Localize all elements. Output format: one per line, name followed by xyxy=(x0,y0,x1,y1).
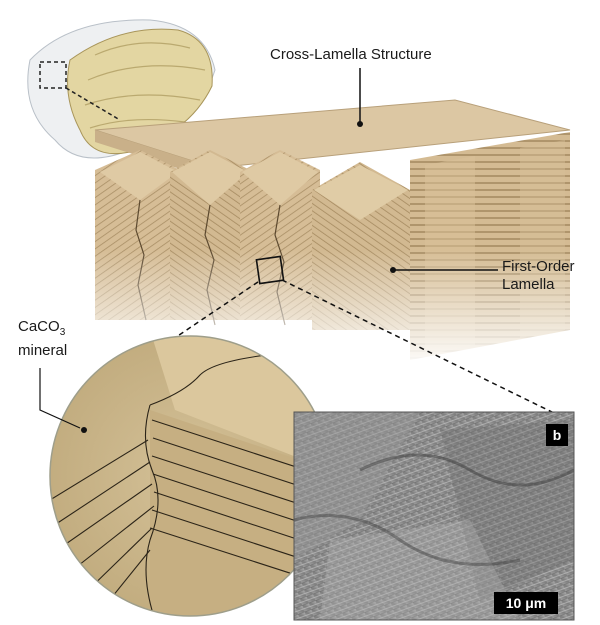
first-order-label-line2: Lamella xyxy=(502,276,555,293)
sem-scale-bar: 10 μm xyxy=(494,592,558,614)
sem-panel-letter: b xyxy=(546,424,568,446)
first-order-lamella-label: First-Order Lamella xyxy=(502,258,592,294)
sem-micrograph xyxy=(293,411,575,621)
detail-leader-right xyxy=(281,279,557,415)
caco3-mineral-word: mineral xyxy=(18,342,68,359)
shell-zoom-leader-1 xyxy=(65,87,121,121)
shell-illustration xyxy=(27,19,216,159)
cross-lamella-block xyxy=(80,99,580,370)
caco3-formula: CaCO xyxy=(18,318,60,335)
first-order-label-line1: First-Order xyxy=(502,258,575,275)
caco3-leader xyxy=(39,368,81,429)
shell-zoom-box xyxy=(39,61,67,89)
caco3-mineral-label: CaCO3 mineral xyxy=(18,318,98,360)
caco3-subscript: 3 xyxy=(59,327,66,338)
cross-lamella-leader-dot xyxy=(357,121,363,127)
caco3-leader-dot xyxy=(81,427,87,433)
zoom-magnifier xyxy=(49,335,331,617)
detail-selection-box xyxy=(255,255,285,285)
cross-lamella-label: Cross-Lamella Structure xyxy=(270,46,432,63)
first-order-leader-dot xyxy=(390,267,396,273)
